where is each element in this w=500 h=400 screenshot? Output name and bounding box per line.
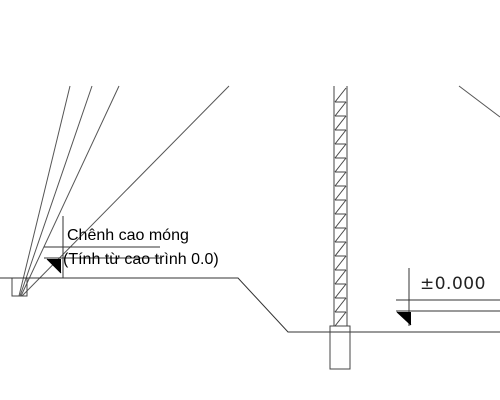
- zero-level-label: ±0.000: [420, 274, 486, 294]
- right-diagonal-line: [458, 85, 500, 118]
- zero-level-triangle-edge: [396, 311, 412, 326]
- fan-line-2: [19, 85, 93, 297]
- hatch-diagonal: [334, 297, 347, 313]
- hatch-diagonal: [334, 115, 347, 131]
- hatch-diagonal: [334, 283, 347, 299]
- hatch-diagonal: [334, 227, 347, 243]
- column: [333, 86, 348, 326]
- footing-level-marker: [44, 216, 160, 278]
- hatch-diagonal: [334, 157, 347, 173]
- hatch-diagonal: [334, 129, 347, 145]
- column-hatching: [334, 87, 347, 327]
- hatch-diagonal: [334, 171, 347, 187]
- hatch-diagonal: [334, 185, 347, 201]
- ground-profile-line: [0, 277, 500, 333]
- hatch-diagonal: [334, 255, 347, 271]
- hatch-diagonal: [334, 269, 347, 285]
- hatch-diagonal: [334, 311, 347, 327]
- hatch-diagonal: [334, 143, 347, 159]
- hatch-diagonal: [334, 213, 347, 229]
- column-footing-box: [329, 325, 351, 370]
- fan-line-3: [20, 85, 120, 297]
- hatch-diagonal: [334, 101, 347, 117]
- hatch-diagonal: [334, 199, 347, 215]
- footing-level-label: Chênh cao móng: [67, 227, 189, 244]
- footing-level-triangle-edge: [46, 258, 62, 274]
- hatch-diagonal: [334, 87, 347, 103]
- footing-level-note: (Tính từ cao trình 0.0): [63, 251, 219, 268]
- hatch-diagonal: [334, 241, 347, 257]
- fan-line-1: [18, 85, 71, 297]
